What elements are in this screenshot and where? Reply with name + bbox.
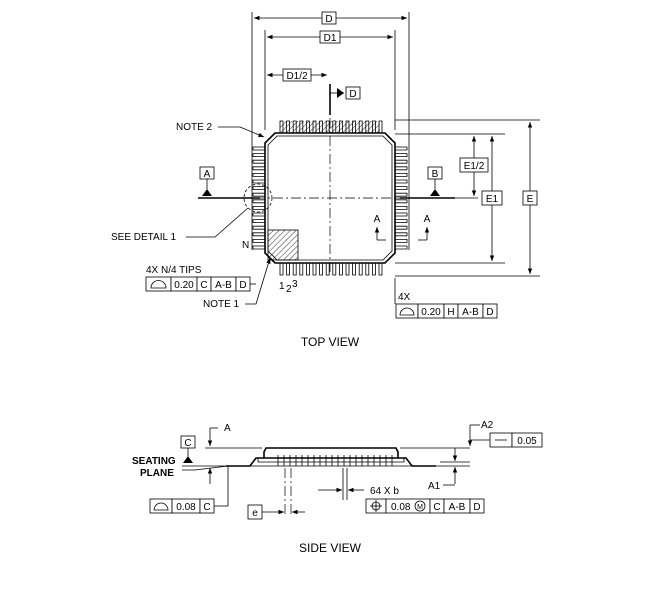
fcf-pos-datum-2: A-B (449, 502, 466, 513)
datum-d-label: D (349, 89, 356, 100)
fcf-pos-datum-1: C (433, 502, 440, 513)
datum-d-box (345, 86, 361, 100)
fourx-label: 4X (398, 292, 411, 303)
fcf-pos-datum-3: D (473, 502, 480, 513)
fcf-a2: 0.05 (489, 432, 543, 448)
pin-3-label: 3 (292, 279, 298, 290)
fcf-left-datum-1: C (200, 280, 207, 291)
leads-top (279, 120, 383, 133)
note-2-leader (218, 126, 265, 138)
dim-d1-half-box (282, 68, 312, 82)
side-body-bottom (257, 457, 405, 463)
fcf-pos-modifier: M (417, 504, 423, 511)
dim-e-pitch-label: e (252, 508, 258, 519)
side-view-caption: SIDE VIEW (299, 541, 362, 555)
side-view: C A SEATING PLANE 0.08 C e (132, 420, 543, 555)
fcf-pos-tolerance: 0.08 (391, 502, 411, 513)
dim-d1-label: D1 (324, 33, 337, 44)
pin-2-label: 2 (286, 284, 292, 295)
leads-bottom (279, 263, 383, 276)
dim-e-label: E (527, 194, 534, 205)
fcf-left-datum-2: A-B (215, 280, 232, 291)
dim-e1-half-box (459, 157, 489, 173)
package-body (264, 132, 396, 264)
datum-b-label: B (432, 169, 439, 180)
fcf-right-datum-1: H (447, 307, 454, 318)
dim-d-box (321, 11, 337, 25)
dim-e1-half-label: E1/2 (464, 161, 485, 172)
top-view: D D1 D1/2 D E E1 E1/2 (111, 11, 540, 349)
tips-label: 4X N/4 TIPS (146, 265, 202, 276)
fcf-flatness: 0.08 C (149, 498, 215, 514)
fcf-profile-left: 0.20 C A-B D (145, 276, 251, 292)
note-1-leader (245, 257, 271, 305)
label-a2: A2 (481, 420, 494, 431)
pin-1-label: 1 (279, 281, 285, 292)
label-a1: A1 (428, 481, 441, 492)
dim-e1-label: E1 (486, 194, 499, 205)
dim-e1-box (481, 190, 503, 206)
fcf-flatness-datum: C (203, 502, 210, 513)
datum-a-label: A (204, 169, 211, 180)
fcf-right-datum-3: D (486, 307, 493, 318)
dim-d1-half-label: D1/2 (286, 71, 308, 82)
pin1-indicator-hatch (267, 229, 299, 261)
datum-a-triangle (202, 189, 212, 196)
side-a-label: A (224, 423, 231, 434)
seating-plane-line2: PLANE (140, 468, 174, 479)
datum-c-label: C (184, 438, 191, 449)
arrow-a-right-label: A (424, 214, 431, 225)
fcf-position: 0.08 M C A-B D (365, 498, 485, 514)
fcf-profile-right: 0.20 H A-B D (395, 303, 498, 319)
leads-left (252, 146, 265, 250)
pin-n-label: N (242, 240, 249, 251)
fcf-a2-tolerance: 0.05 (517, 436, 537, 447)
fcf-left-datum-3: D (239, 280, 246, 291)
datum-c-triangle (183, 456, 193, 463)
seating-plane-line1: SEATING (132, 456, 176, 467)
fcf-left-tolerance: 0.20 (174, 280, 194, 291)
see-detail-label: SEE DETAIL 1 (111, 232, 176, 243)
see-detail-leader (186, 207, 249, 238)
top-view-caption: TOP VIEW (301, 335, 360, 349)
datum-d-triangle (337, 88, 344, 98)
fcf-flatness-tolerance: 0.08 (176, 502, 196, 513)
side-leads (277, 455, 393, 466)
note-2-label: NOTE 2 (176, 122, 213, 133)
label-64xb: 64 X b (370, 486, 399, 497)
fcf-right-datum-2: A-B (462, 307, 479, 318)
detail-circle (243, 183, 273, 213)
dim-e-box (522, 190, 538, 206)
arrow-a-left-label: A (374, 214, 381, 225)
dim-d-label: D (325, 14, 332, 25)
datum-b-triangle (430, 189, 440, 196)
seating-plane-leader (182, 465, 229, 471)
package-body-inner (267, 135, 393, 261)
note-1-label: NOTE 1 (203, 299, 240, 310)
leads-right (395, 146, 408, 250)
fcf-right-tolerance: 0.20 (421, 307, 441, 318)
dim-d1-box (319, 30, 341, 44)
